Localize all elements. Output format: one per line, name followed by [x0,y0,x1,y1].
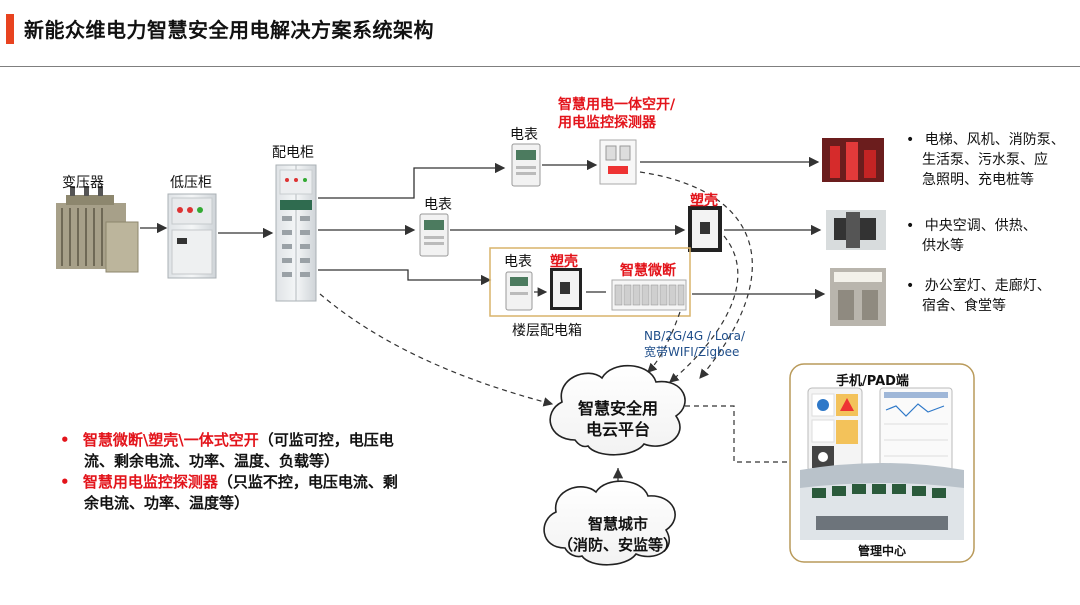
meter-floor-label: 电表 [504,254,532,270]
smart-city-line1: 智慧城市 [587,515,648,533]
transformer-icon [56,186,139,273]
smart-device-label-line1: 智慧用电一体空开/ [558,97,676,113]
note-text: （可监可控，电压电 [258,431,394,449]
note-text: 流、剩余电流、功率、温度、负载等） [84,452,340,470]
comm-protocols-label: NB/2G/4G / Lora/ 宽带WIFI/Zigbee [644,328,745,360]
load-line: 生活泵、污水泵、应 [922,152,1048,168]
load-line: 办公室灯、走廊灯、 [924,278,1051,294]
mccb-floor-label: 塑壳 [550,254,578,270]
list-bullet: • [906,278,915,294]
mcb-icon [611,279,687,311]
cloud-icon [549,364,686,456]
hvac-photo [826,210,886,250]
note-text: （只监不控，电压电流、剩 [217,473,398,491]
breaker-icon [599,139,637,185]
comm-protocols-line2: 宽带WIFI/Zigbee [644,345,740,359]
note-highlight: 智慧微断\塑壳\一体式空开 [82,431,259,449]
smart-city-label: 智慧城市 （消防、安监等） [546,514,690,556]
breaker-icon [550,268,582,310]
load-list-item: • 中央空调、供热、 供水等 [906,216,1037,256]
meter-top-label: 电表 [510,127,538,143]
mobile-panel-title: 手机/PAD端 [836,374,909,389]
meter-icon [419,213,449,257]
phone-icon [807,387,863,473]
office-light-photo [830,268,886,326]
dist-cabinet-label: 配电柜 [272,145,314,161]
meter-mid-label: 电表 [424,197,452,213]
load-list-item: • 电梯、风机、消防泵、 生活泵、污水泵、应 急照明、充电桩等 [906,130,1065,190]
note-item: • 智慧用电监控探测器（只监不控，电压电流、剩 余电流、功率、温度等） [60,472,500,514]
smart-city-line2: （消防、安监等） [557,536,678,554]
page-title: 新能众维电力智慧安全用电解决方案系统架构 [24,18,434,42]
note-text: 余电流、功率、温度等） [84,494,250,512]
load-line: 供水等 [922,238,964,254]
load-line: 宿舍、食堂等 [922,298,1006,314]
cabinet-icon [275,164,317,302]
notes-list: • 智慧微断\塑壳\一体式空开（可监可控，电压电 流、剩余电流、功率、温度、负载… [60,430,500,514]
meter-icon [511,143,541,187]
load-line: 急照明、充电桩等 [922,172,1034,188]
list-bullet: • [60,473,70,491]
floor-box-label: 楼层配电箱 [512,323,582,339]
cloud-platform-label: 智慧安全用 电云平台 [566,398,670,440]
smart-device-label: 智慧用电一体空开/ 用电监控探测器 [558,96,675,132]
cloud-platform-line2: 电云平台 [585,420,650,439]
control-room-icon [800,463,964,540]
list-bullet: • [60,431,70,449]
list-bullet: • [906,218,915,234]
mccb-mid-label: 塑壳 [690,193,718,209]
mgmt-center-label: 管理中心 [858,544,907,558]
floor-box-frame [489,247,691,317]
load-line: 电梯、风机、消防泵、 [924,132,1065,148]
fire-pump-photo [822,138,884,182]
lv-cabinet-label: 低压柜 [170,175,212,191]
load-list-item: • 办公室灯、走廊灯、 宿舍、食堂等 [906,276,1051,316]
note-highlight: 智慧用电监控探测器 [82,473,218,491]
load-line: 中央空调、供热、 [924,218,1037,234]
cloud-icon [543,480,676,566]
meter-icon [505,271,533,311]
comm-protocols-line1: NB/2G/4G / Lora/ [644,329,745,343]
pad-icon [879,387,953,473]
note-item: • 智慧微断\塑壳\一体式空开（可监可控，电压电 流、剩余电流、功率、温度、负载… [60,430,500,472]
title-accent-bar [6,14,14,44]
list-bullet: • [906,132,915,148]
cloud-platform-line1: 智慧安全用 [577,399,658,418]
title-divider [0,66,1080,67]
breaker-icon [688,206,722,252]
transformer-label: 变压器 [62,175,104,191]
smart-device-label-line2: 用电监控探测器 [558,115,656,131]
smart-mcb-label: 智慧微断 [620,263,676,279]
cabinet-icon [167,193,217,279]
